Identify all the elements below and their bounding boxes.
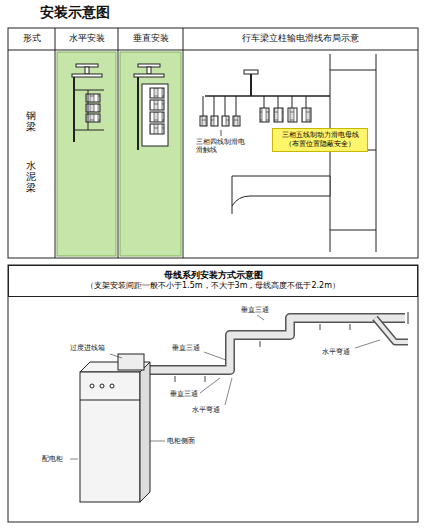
bottom-frame	[8, 265, 418, 522]
page-title: 安装示意图	[40, 4, 110, 21]
callout-box: 三相五线制动力滑电母线（布置位置隐蔽安全）	[272, 128, 368, 152]
callout-label: 三相四线制滑电滑触线	[196, 138, 248, 155]
table-header: 垂直安装	[118, 33, 183, 44]
crane-column	[200, 54, 376, 252]
part-label: 水平弯通	[322, 348, 350, 356]
row-label: 钢梁	[26, 110, 36, 132]
table-header: 形式	[8, 33, 55, 44]
part-label: 垂直三通	[172, 344, 200, 352]
header-band: 母线系列安装方式示意图（支架安装间距一般不小于1.5m，不大于3m，母线高度不低…	[8, 265, 418, 297]
part-label: 水平弯通	[192, 406, 220, 414]
distribution-cabinet	[80, 354, 150, 502]
vertical-mount	[134, 64, 168, 150]
part-label: 垂直三通	[241, 306, 269, 314]
busway-supports	[175, 324, 350, 382]
table-header: 水平安装	[55, 33, 118, 44]
node-text: 母线系列安装方式示意图	[13, 270, 413, 281]
row-label: 水泥梁	[26, 160, 36, 193]
part-label: 电柜侧面	[167, 437, 195, 445]
busway	[140, 312, 408, 370]
green-cell	[57, 52, 116, 256]
part-label: 垂直三通	[170, 390, 198, 398]
horizontal-mount	[72, 64, 104, 142]
node-text: 三相五线制动力滑电母线（布置位置隐蔽安全）	[276, 131, 364, 149]
part-label: 过度进线箱	[70, 344, 105, 352]
leader-lines	[70, 315, 380, 459]
part-label: 配电柜	[42, 455, 63, 463]
node-subtext: （支架安装间距一般不小于1.5m，不大于3m，母线高度不低于2.2m）	[13, 281, 413, 291]
table-frame	[8, 28, 418, 258]
table-header: 行车梁立柱输电滑线布局示意	[183, 33, 418, 44]
green-cell	[120, 52, 181, 256]
